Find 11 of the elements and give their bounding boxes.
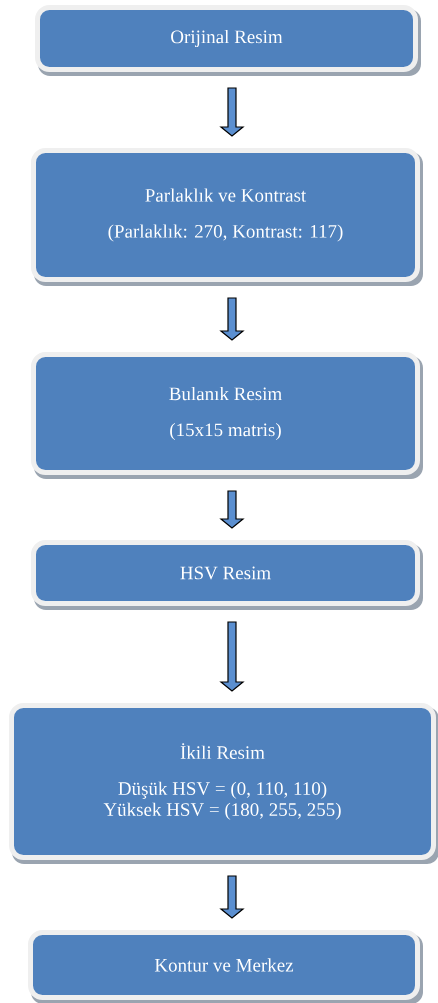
process-box: Parlaklık ve Kontrast (Parlaklık: 270, Kontrast: 117) (31, 148, 423, 286)
process-box: Orijinal Resim (35, 5, 421, 76)
block-arrow (219, 875, 245, 919)
block-arrow (219, 621, 245, 692)
process-box: Bulanık Resim (15x15 matris) (31, 352, 423, 479)
block-arrow (219, 87, 245, 137)
process-box: Kontur ve Merkez (28, 930, 423, 1003)
block-arrow (219, 297, 245, 341)
process-box: HSV Resim (31, 540, 423, 610)
block-arrow (219, 490, 245, 529)
process-box: İkili Resim Düşük HSV = (0, 110, 110) Yüksek HSV = (180, 255, 255) (9, 703, 438, 864)
